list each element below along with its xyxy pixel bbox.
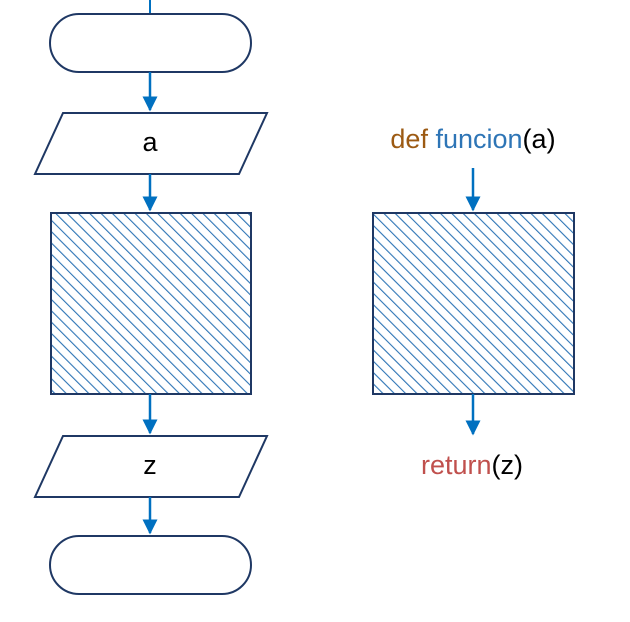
def-keyword: def (390, 124, 428, 154)
function-signature: def funcion(a) (390, 124, 555, 154)
return-close-paren: ) (514, 450, 523, 480)
return-statement: return(z) (421, 450, 523, 480)
close-paren: ) (547, 124, 556, 154)
process-block-hatched (50, 212, 252, 395)
output-parallelogram (33, 435, 269, 498)
output-label: z (143, 450, 157, 480)
input-parallelogram (33, 112, 269, 175)
function-param: a (532, 124, 548, 154)
return-value: z (501, 450, 515, 480)
return-keyword: return (421, 450, 492, 480)
end-terminator (49, 535, 252, 595)
open-paren: ( (523, 124, 532, 154)
input-label: a (142, 127, 158, 157)
function-name: funcion (435, 124, 522, 154)
function-body-hatched (372, 212, 575, 395)
start-terminator (49, 13, 252, 73)
return-open-paren: ( (492, 450, 501, 480)
